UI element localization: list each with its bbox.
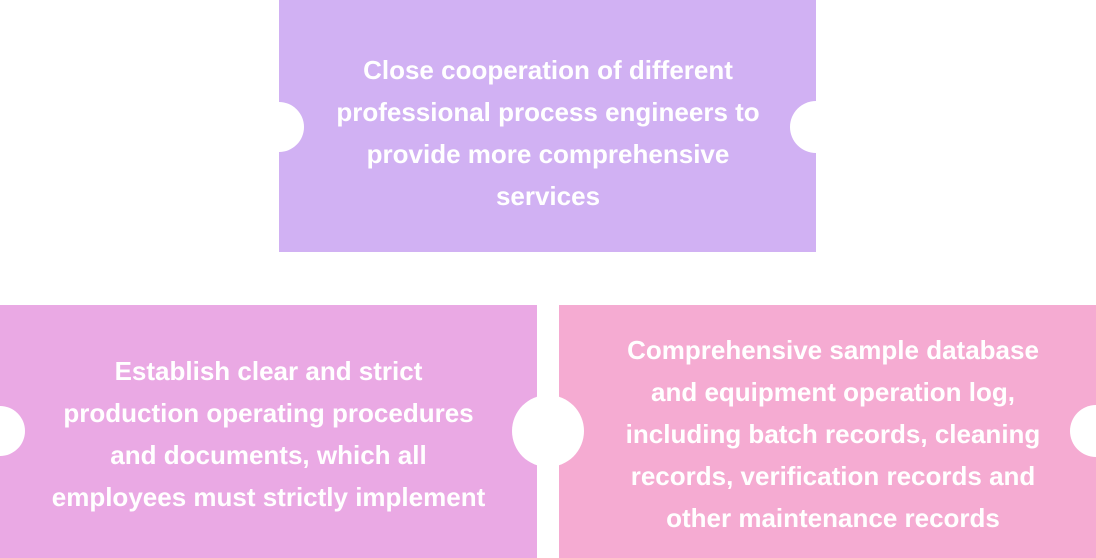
notch — [0, 406, 25, 456]
notch — [1070, 405, 1096, 457]
left-box-text: Establish clear and strict production op… — [51, 356, 486, 512]
right-box — [559, 305, 1096, 558]
top-box-text: Close cooperation of different professio… — [336, 55, 760, 211]
right-box-text: Comprehensive sample database and equipm… — [625, 335, 1041, 533]
notch — [512, 395, 584, 467]
notch — [254, 102, 304, 152]
left-box — [0, 305, 537, 558]
notch — [790, 101, 842, 153]
top-box — [279, 0, 816, 252]
